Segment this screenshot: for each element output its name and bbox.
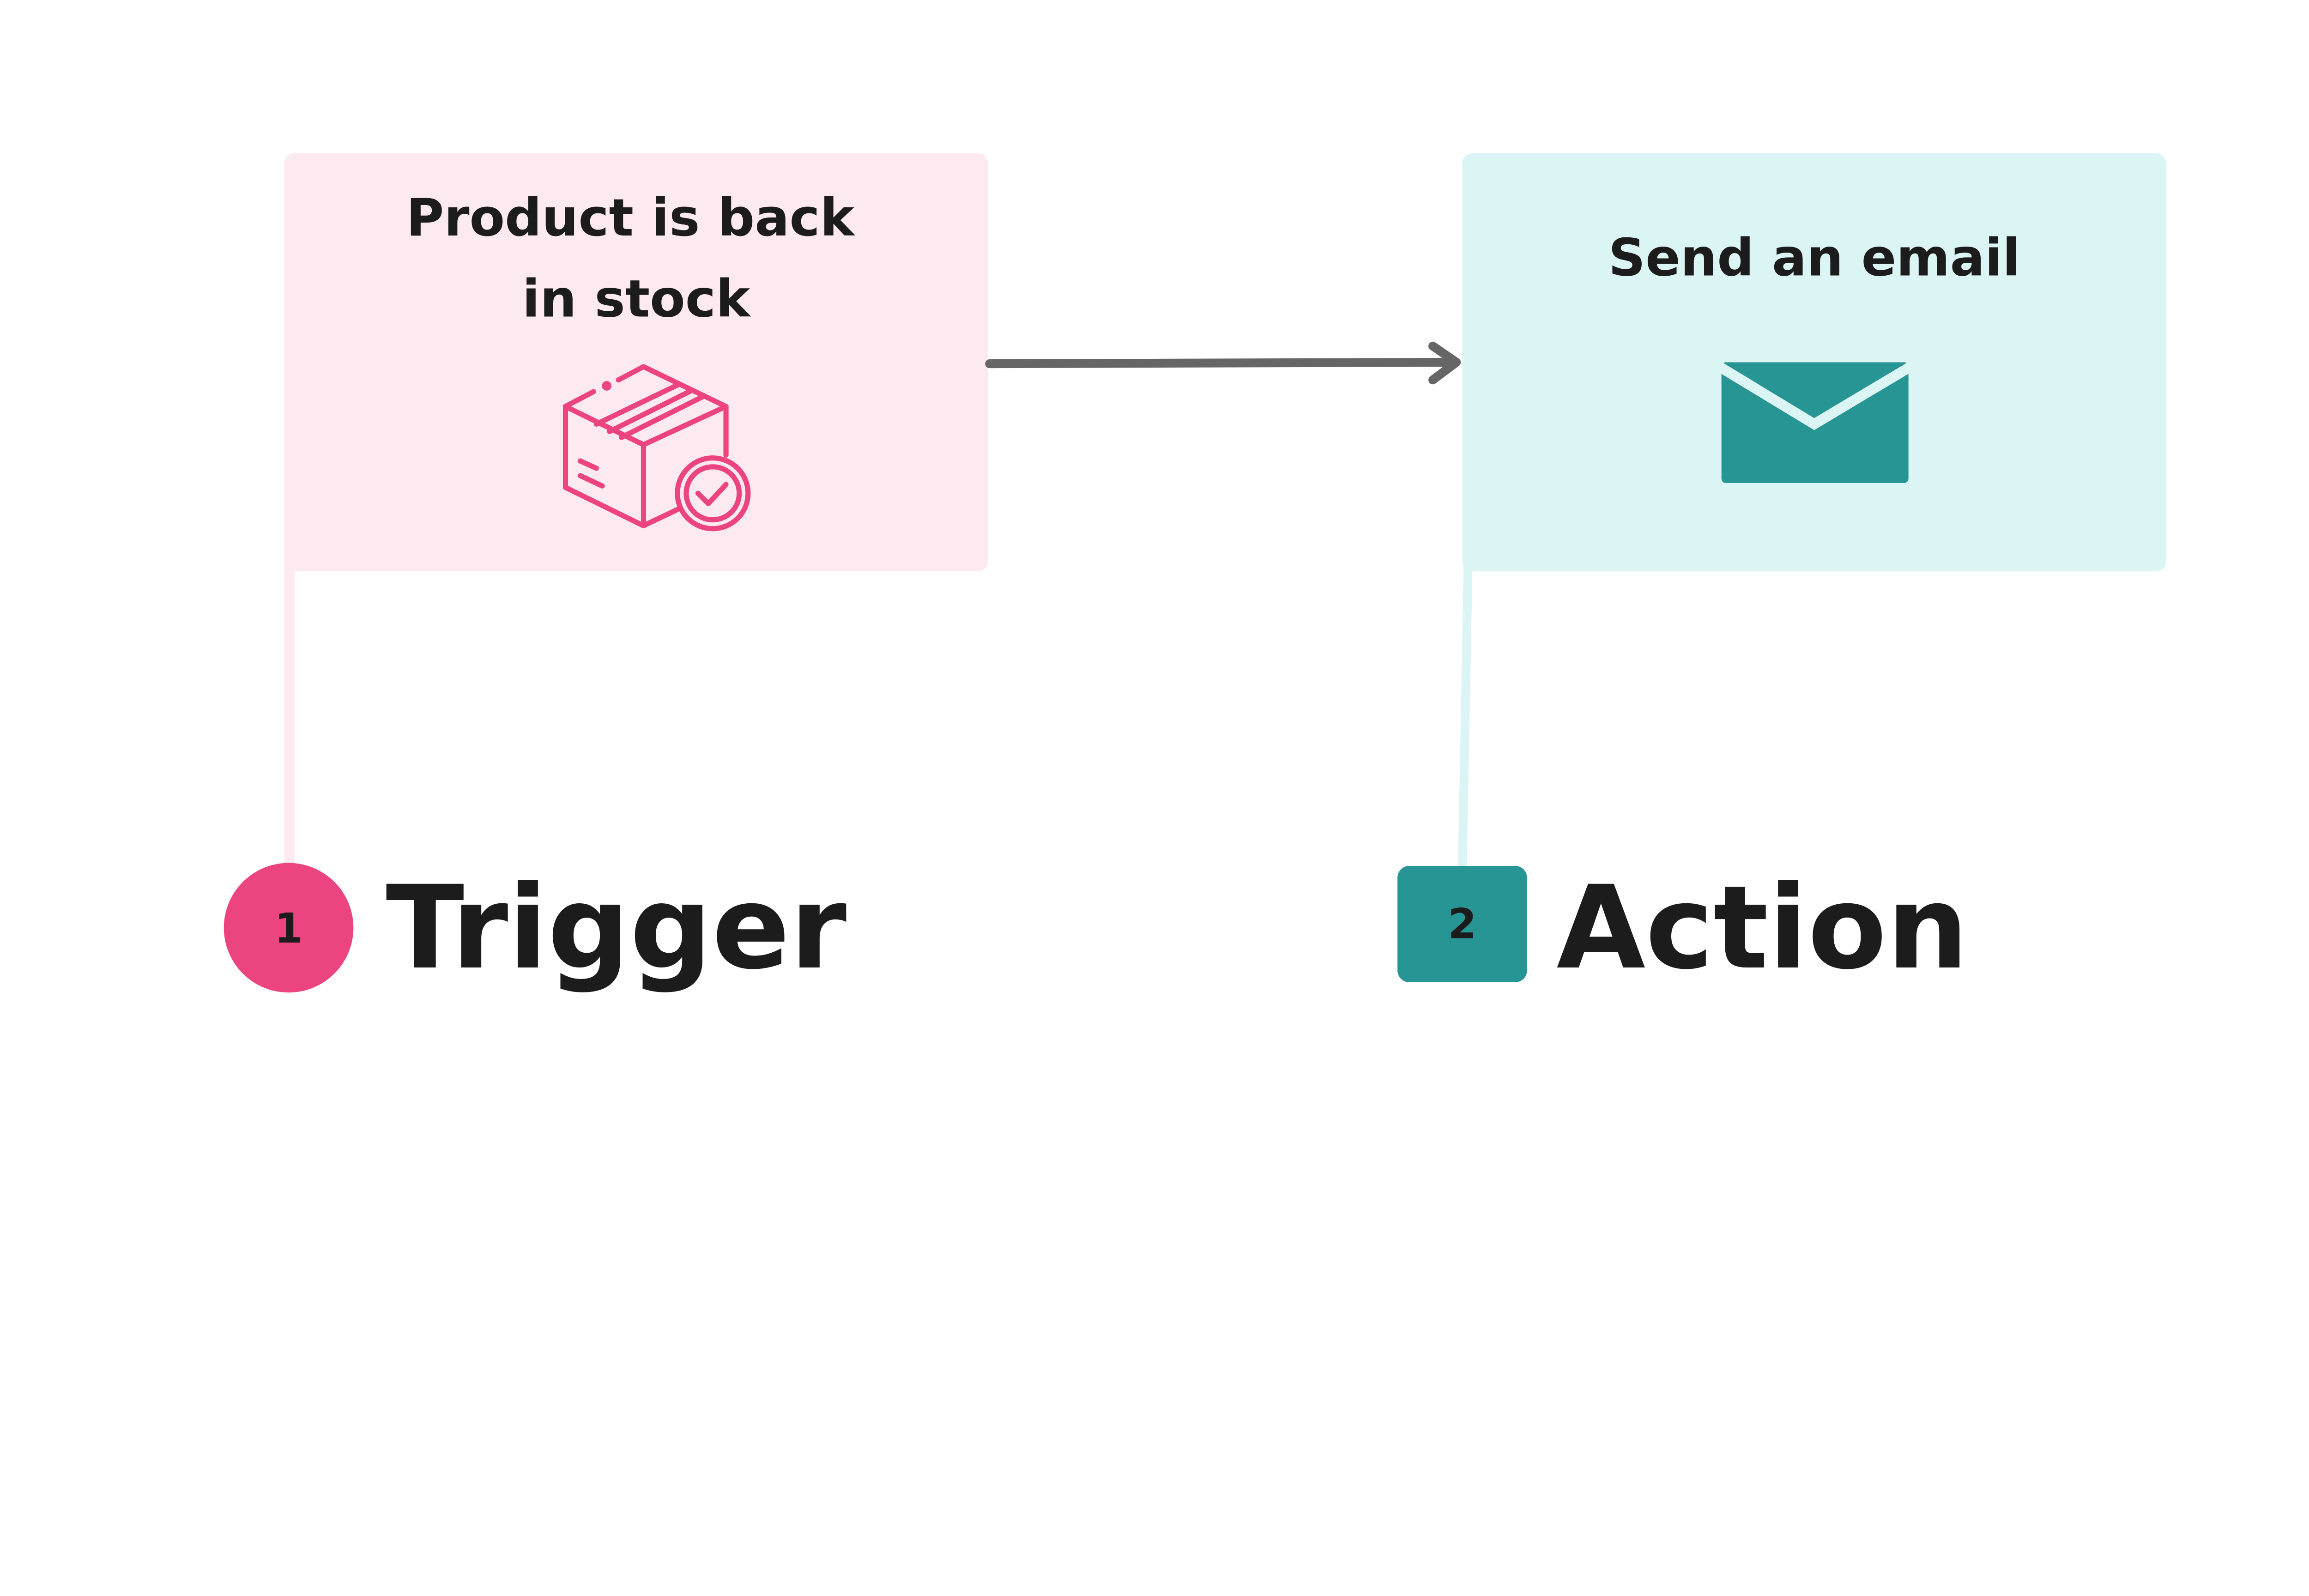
action-card-title: Send an email bbox=[1608, 228, 2020, 288]
trigger-step: 1 Trigger bbox=[224, 861, 846, 995]
trigger-connector-line bbox=[284, 559, 295, 869]
trigger-card-title-line2: in stock bbox=[522, 269, 751, 329]
action-step: 2 Action bbox=[1397, 861, 1969, 995]
step-2-badge bbox=[1397, 866, 1527, 982]
step-2-number: 2 bbox=[1448, 900, 1476, 948]
flow-arrow bbox=[985, 341, 1461, 385]
action-connector-line bbox=[1457, 559, 1473, 872]
trigger-card-title-line1: Product is back bbox=[406, 188, 856, 248]
workflow-diagram: Product is back in stock Send an email bbox=[224, 153, 2166, 995]
envelope-icon bbox=[1714, 361, 1916, 483]
trigger-card: Product is back in stock bbox=[284, 153, 988, 572]
action-label: Action bbox=[1557, 861, 1969, 995]
step-1-number: 1 bbox=[274, 905, 303, 953]
trigger-label: Trigger bbox=[386, 861, 846, 995]
action-card: Send an email bbox=[1462, 153, 2166, 572]
step-1-badge bbox=[224, 863, 354, 993]
package-checked-icon bbox=[562, 364, 751, 532]
